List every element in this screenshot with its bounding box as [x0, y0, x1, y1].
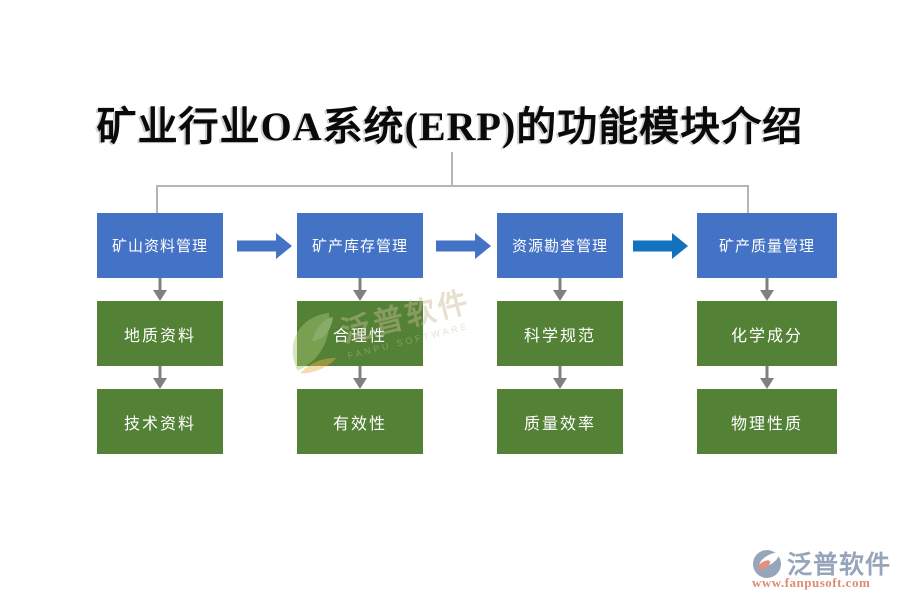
arrow-down-icon: [153, 366, 167, 389]
column-item-label: 合理性: [332, 327, 387, 345]
connector-line-title-drop: [451, 152, 453, 185]
column-header-box: 资源勘查管理: [497, 213, 623, 278]
column-item-label: 技术资料: [123, 415, 196, 433]
arrow-right-icon: [237, 233, 292, 259]
module-column-2: 矿产库存管理 合理性 有效性: [297, 213, 423, 454]
column-header-label: 资源勘查管理: [511, 238, 608, 255]
column-header-label: 矿产质量管理: [718, 238, 815, 255]
column-item-box: 技术资料: [97, 389, 223, 454]
column-header-label: 矿产库存管理: [311, 238, 408, 255]
vendor-url: www.fanpusoft.com: [752, 575, 871, 590]
column-item-box: 化学成分: [697, 301, 837, 366]
connector-line-horizontal: [156, 185, 749, 187]
arrow-down-icon: [553, 278, 567, 301]
arrow-down-icon: [153, 278, 167, 301]
vendor-name: 泛普软件: [787, 552, 892, 579]
column-item-label: 地质资料: [123, 327, 196, 345]
column-item-label: 物理性质: [730, 415, 803, 433]
arrow-right-icon: [633, 233, 688, 259]
column-header-box: 矿山资料管理: [97, 213, 223, 278]
connector-line-right-drop: [747, 187, 749, 213]
arrow-down-icon: [353, 278, 367, 301]
column-item-box: 物理性质: [697, 389, 837, 454]
module-column-4: 矿产质量管理 化学成分 物理性质: [697, 213, 837, 454]
column-header-box: 矿产质量管理: [697, 213, 837, 278]
arrow-down-icon: [353, 366, 367, 389]
column-item-box: 地质资料: [97, 301, 223, 366]
vendor-logo: 泛普软件 www.fanpusoft.com: [750, 545, 898, 593]
arrow-down-icon: [760, 366, 774, 389]
column-header-box: 矿产库存管理: [297, 213, 423, 278]
column-item-box: 合理性: [297, 301, 423, 366]
column-item-label: 化学成分: [730, 327, 803, 345]
column-item-box: 质量效率: [497, 389, 623, 454]
arrow-right-icon: [436, 233, 491, 259]
column-item-label: 有效性: [332, 415, 387, 433]
fanpu-logo-icon: [753, 550, 781, 578]
diagram-title: 矿业行业OA系统(ERP)的功能模块介绍: [96, 104, 804, 149]
column-header-label: 矿山资料管理: [111, 238, 208, 255]
column-item-box: 科学规范: [497, 301, 623, 366]
arrow-down-icon: [553, 366, 567, 389]
connector-line-left-drop: [156, 187, 158, 213]
column-item-label: 科学规范: [523, 327, 596, 345]
module-column-3: 资源勘查管理 科学规范 质量效率: [497, 213, 623, 454]
arrow-down-icon: [760, 278, 774, 301]
column-item-label: 质量效率: [523, 415, 596, 433]
column-item-box: 有效性: [297, 389, 423, 454]
module-column-1: 矿山资料管理 地质资料 技术资料: [97, 213, 223, 454]
